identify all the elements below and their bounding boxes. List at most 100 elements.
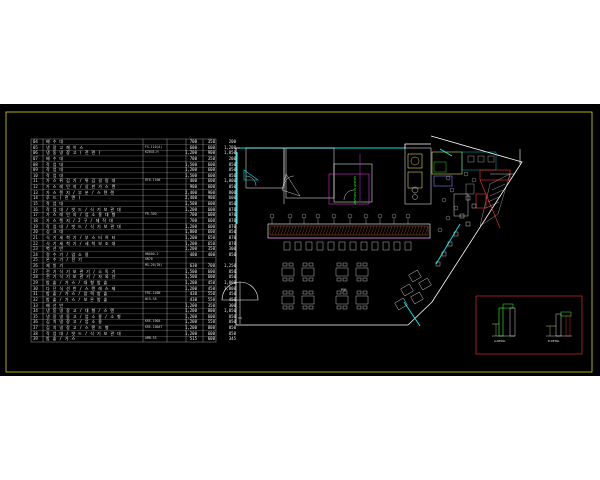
height-value: 450 xyxy=(228,291,236,297)
side-chairs xyxy=(435,195,477,267)
hatch-line xyxy=(403,225,408,236)
side-chair xyxy=(471,203,477,209)
item-name: 냉 동 냉 장 고 ( 전 면 ) xyxy=(46,150,101,156)
model-code: KRE-100A xyxy=(145,319,161,324)
row-number: 30 xyxy=(33,285,38,291)
kitchen-circles xyxy=(437,171,477,233)
model-code: RF6-110N xyxy=(145,178,161,183)
height-value: 800 xyxy=(228,189,236,195)
width-value: 1,500 xyxy=(184,161,197,167)
hatch-line xyxy=(337,225,342,236)
dining-table xyxy=(281,295,295,305)
dining-table xyxy=(355,295,369,305)
height-value: 850 xyxy=(228,330,236,336)
chair xyxy=(362,290,368,295)
pendant-light xyxy=(287,213,293,219)
hatch-line xyxy=(388,225,393,236)
item-name: 벽 선 반 xyxy=(46,246,64,252)
model-code: HN600-2 xyxy=(145,251,159,256)
bar-stool xyxy=(393,241,401,251)
row-number: 25 xyxy=(33,257,38,263)
item-name: 밥 솥 / 가 스 / 보 온 밥 솥 xyxy=(46,296,108,302)
item-name: 후 드 ( 전 면 ) xyxy=(46,195,81,201)
width-value: 400 xyxy=(189,178,197,184)
chair xyxy=(362,262,368,267)
height-value: 1,850 xyxy=(223,150,236,156)
item-name: 싱 크 대 xyxy=(46,229,64,235)
depth-value: 600 xyxy=(207,172,215,178)
depth-value: 600 xyxy=(207,178,215,184)
width-value: 1,200 xyxy=(184,223,197,229)
model-code: GN70 xyxy=(145,257,153,262)
depth-value: 600 xyxy=(207,217,215,223)
row-number: 05 xyxy=(33,144,38,150)
width-value: 700 xyxy=(189,212,197,218)
item-name: 다 단 식 선 반 / 스 텐 레 스 제 xyxy=(46,285,116,291)
bar-stool xyxy=(305,241,313,251)
height-value: 1,800 xyxy=(223,279,236,285)
door-swings xyxy=(245,175,355,201)
depth-value: 600 xyxy=(207,206,215,212)
row-number: 09 xyxy=(33,167,38,173)
row-number: 04 xyxy=(33,139,38,144)
height-value: 850 xyxy=(228,201,236,207)
row-number: 29 xyxy=(33,279,38,285)
hatch-line xyxy=(304,225,309,236)
row-number: 14 xyxy=(33,195,38,201)
hatch-line xyxy=(355,225,360,236)
item-name: 가 스 레 인 지 / 상 판 가 스 렌 xyxy=(46,184,116,190)
dining-tables xyxy=(281,262,369,310)
hatch-line xyxy=(382,225,387,236)
depth-value: 650 xyxy=(207,234,215,240)
depth-value: 700 xyxy=(207,263,215,269)
hatch-line xyxy=(352,225,357,236)
width-value: 1,200 xyxy=(184,150,197,156)
width-value: 700 xyxy=(189,155,197,161)
width-value: 1,200 xyxy=(184,167,197,173)
row-number: 08 xyxy=(33,161,38,167)
chair xyxy=(302,277,308,282)
pendant-light xyxy=(377,213,383,219)
hatch-line xyxy=(307,225,312,236)
width-value: 1,200 xyxy=(184,246,197,252)
row-number: 10 xyxy=(33,172,38,178)
item-name: 작 업 대 xyxy=(46,167,64,173)
bar-stool xyxy=(349,241,357,251)
chair xyxy=(282,277,288,282)
row-number: 33 xyxy=(33,302,38,308)
height-value: 850 xyxy=(228,161,236,167)
depth-value: 600 xyxy=(207,330,215,336)
row-number: 36 xyxy=(33,319,38,325)
counter-label: P/H xyxy=(341,288,347,292)
pendant-light xyxy=(405,213,411,219)
item-name: 작 업 대 xyxy=(46,172,64,178)
hatch-line xyxy=(298,225,303,236)
side-chair xyxy=(465,195,471,201)
side-chair xyxy=(447,241,453,247)
row-number: 22 xyxy=(33,240,38,246)
hatch-line xyxy=(358,225,363,236)
height-value: 850 xyxy=(228,251,236,257)
booth-seating xyxy=(394,269,432,311)
item-name: 가 스 렌 지 / 2 구 / 제 작 대 xyxy=(46,217,114,223)
side-chair xyxy=(459,213,465,219)
row-number: 39 xyxy=(33,336,38,342)
width-value: 1,500 xyxy=(184,274,197,280)
bar-stool xyxy=(382,241,390,251)
hatch-line xyxy=(310,225,315,236)
row-number: 18 xyxy=(33,217,38,223)
room-magenta xyxy=(328,173,370,205)
bar-stool xyxy=(294,241,302,251)
width-value: 400 xyxy=(189,251,197,257)
height-value: 870 xyxy=(228,212,236,218)
